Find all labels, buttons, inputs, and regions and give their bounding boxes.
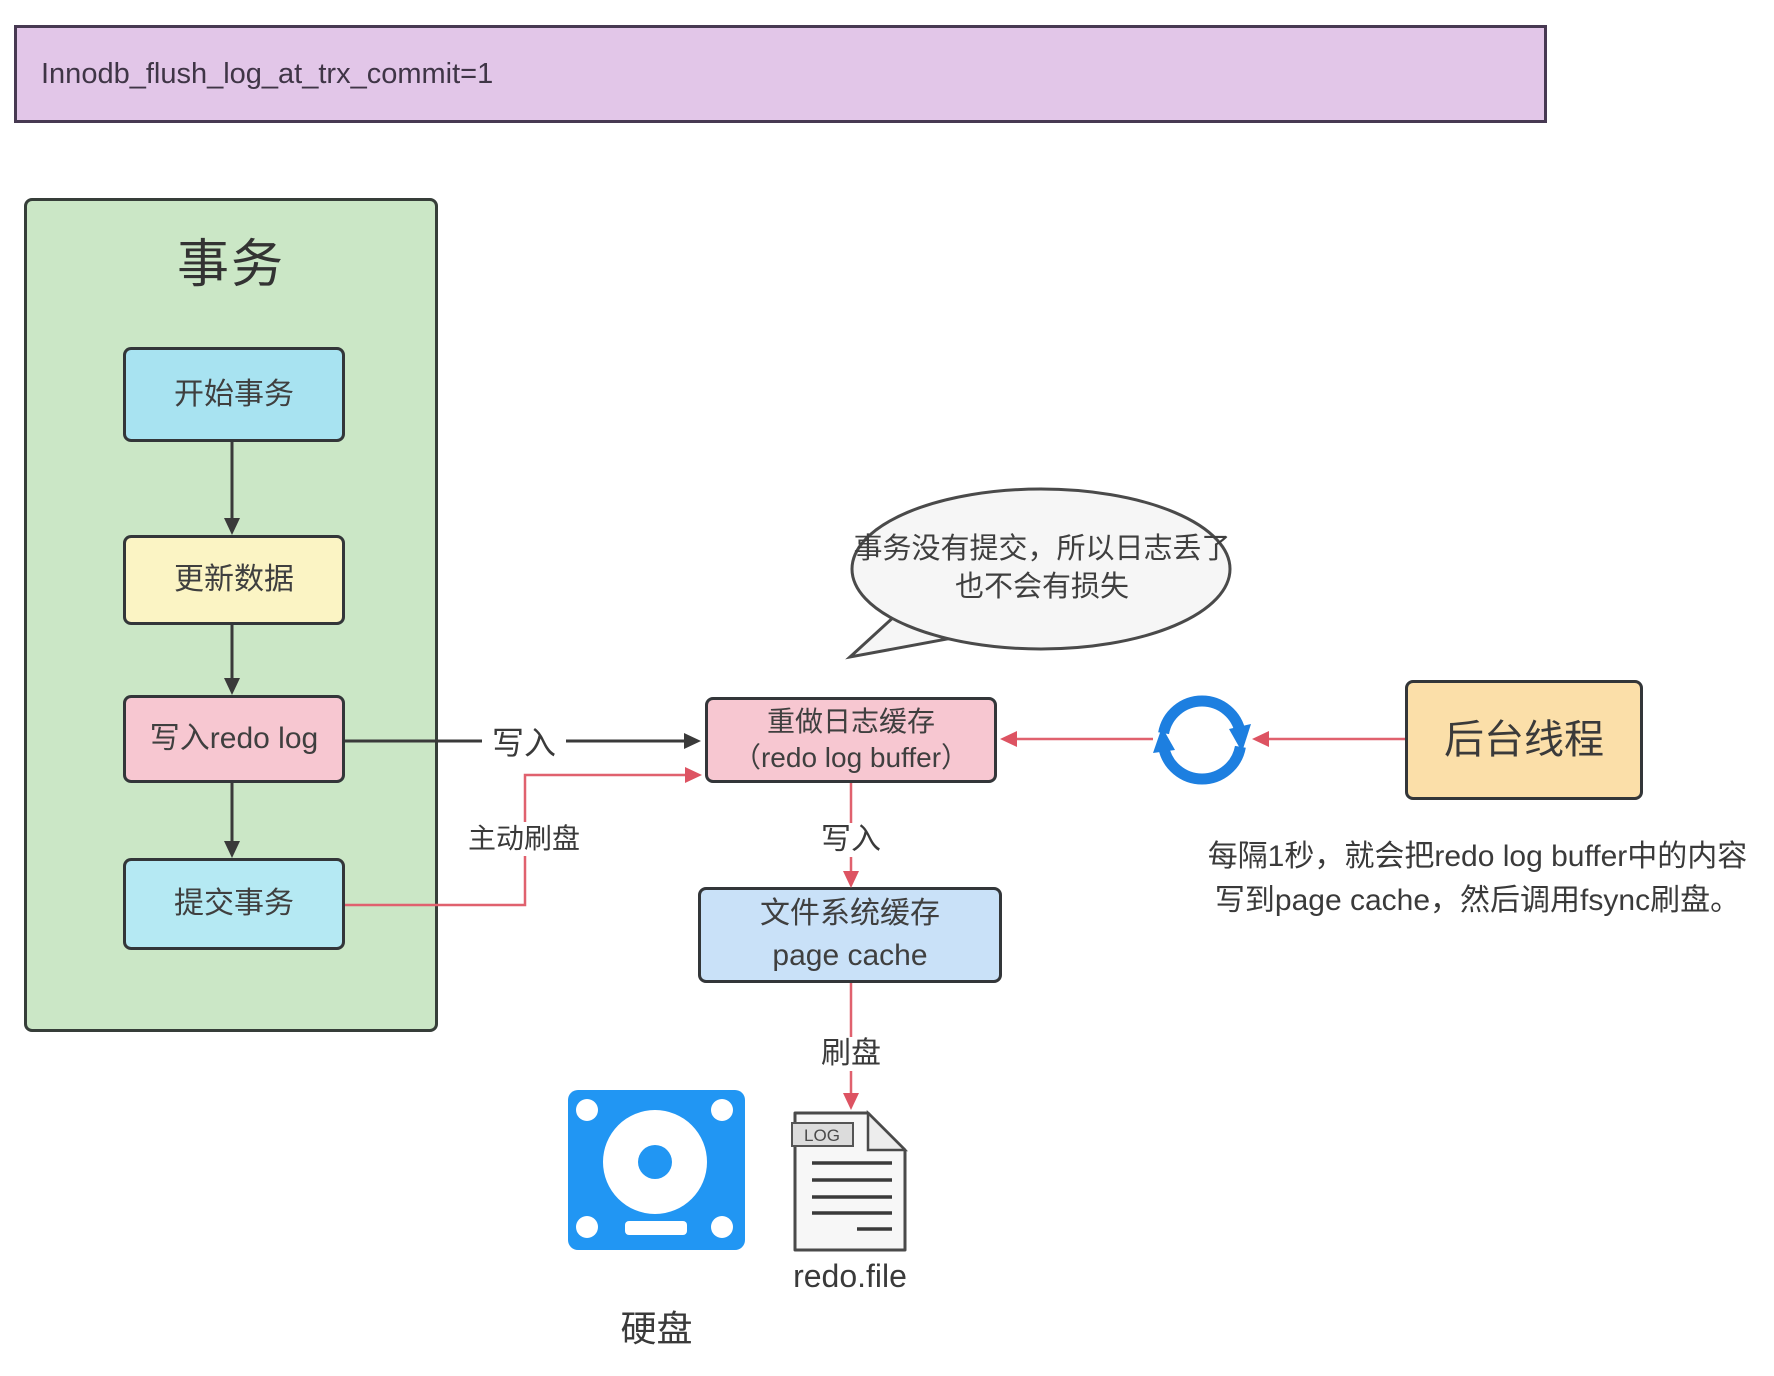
disk-platter-hole [638, 1145, 672, 1179]
log-file-tab [791, 1122, 854, 1147]
step-box-update-label: 更新数据 [174, 563, 294, 596]
sync-refresh-icon [1153, 695, 1251, 785]
redo-log-buffer-line2: （redo log buffer） [732, 742, 970, 773]
step-box-write-redo: 写入redo log [123, 695, 345, 783]
edge-label-flush-to-disk: 刷盘 [814, 1037, 888, 1071]
log-file-label: redo.file [793, 1258, 907, 1294]
background-thread-box: 后台线程 [1405, 680, 1643, 800]
step-box-commit-label: 提交事务 [174, 887, 294, 920]
arrow-thread-to-sync [1252, 731, 1405, 747]
disk-slot [625, 1221, 687, 1235]
step-box-start-label: 开始事务 [174, 377, 294, 411]
speech-bubble-tail [845, 601, 968, 660]
background-thread-note-line1: 每隔1秒，就会把redo log buffer中的内容 [1207, 840, 1748, 873]
disk-screw-icon [711, 1099, 733, 1121]
config-banner: Innodb_flush_log_at_trx_commit=1 [14, 25, 1547, 123]
page-cache-line2: page cache [772, 939, 928, 972]
step-box-start: 开始事务 [123, 347, 345, 442]
hard-disk-icon [568, 1090, 745, 1250]
hard-disk-label: 硬盘 [620, 1308, 693, 1349]
log-file-icon: LOG [791, 1109, 909, 1252]
speech-bubble-line2: 也不会有损失 [954, 571, 1129, 603]
disk-screw-icon [576, 1216, 598, 1238]
disk-screw-icon [576, 1099, 598, 1121]
speech-bubble-text: 事务没有提交，所以日志丢了 也不会有损失 [852, 530, 1232, 606]
config-banner-label: Innodb_flush_log_at_trx_commit=1 [41, 58, 494, 90]
edge-label-write-to-buffer: 写入 [482, 724, 566, 762]
log-file-text-lines [812, 1161, 892, 1231]
disk-screw-icon [711, 1216, 733, 1238]
disk-platter-icon [603, 1110, 707, 1214]
speech-bubble-line1: 事务没有提交，所以日志丢了 [853, 533, 1231, 565]
redo-log-buffer-box: 重做日志缓存 （redo log buffer） [705, 697, 997, 783]
transaction-panel-title: 事务 [176, 236, 285, 294]
log-file-fold-corner [866, 1109, 909, 1152]
background-thread-label: 后台线程 [1444, 718, 1604, 762]
page-cache-line1: 文件系统缓存 [760, 897, 940, 930]
step-box-write-redo-label: 写入redo log [149, 722, 319, 755]
step-box-update: 更新数据 [123, 535, 345, 625]
background-thread-note-line2: 写到page cache，然后调用fsync刷盘。 [1214, 884, 1741, 917]
step-box-commit: 提交事务 [123, 858, 345, 950]
page-cache-box: 文件系统缓存 page cache [698, 887, 1002, 983]
log-file-tab-label: LOG [804, 1126, 840, 1145]
edge-label-write-to-page-cache: 写入 [814, 823, 888, 857]
arrow-sync-to-buffer [1000, 731, 1153, 747]
redo-log-buffer-line1: 重做日志缓存 [766, 706, 935, 737]
edge-label-active-flush: 主动刷盘 [460, 822, 588, 856]
background-thread-note: 每隔1秒，就会把redo log buffer中的内容 写到page cache… [1185, 835, 1770, 923]
